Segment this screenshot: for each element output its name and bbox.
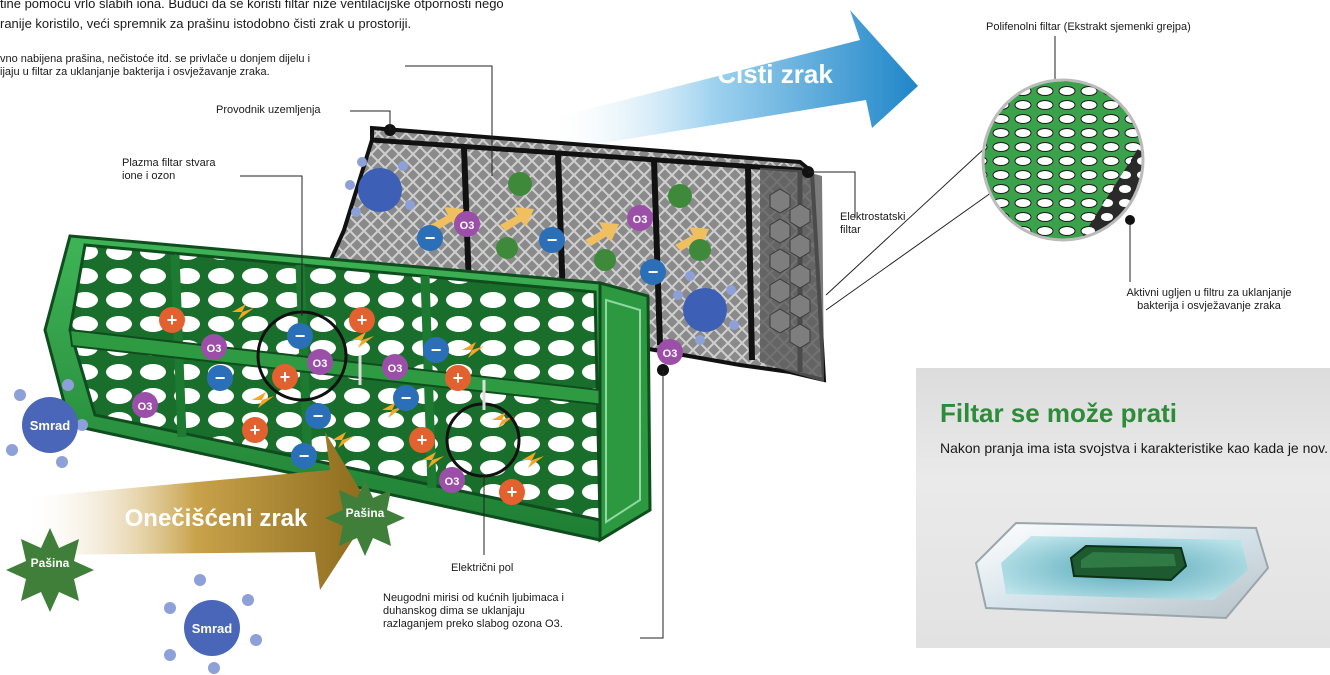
polluted-air-label: Onečišćeni zrak [125,505,308,532]
ozone-icon: O3 [201,334,227,360]
svg-text:−: − [431,340,442,360]
dust-attraction-label-2: ijaju u filtar za uklanjanje bakterija i… [0,66,270,78]
grounding-conductor-label: Provodnik uzemljenja [216,104,321,116]
svg-text:−: − [313,406,324,426]
spark-icons [232,304,544,468]
plus-ion-icon: + [349,307,375,333]
ozone-icon: O3 [307,349,333,375]
svg-text:+: + [167,310,178,330]
odor-cluster-icons [345,157,739,345]
minus-ion-icon: − [417,225,443,251]
svg-text:O3: O3 [207,343,222,355]
smell-cloud-icon: Smrad [164,574,262,674]
polyphenol-filter-label: Polifenolni filtar (Ekstrakt sjemenki gr… [986,21,1191,33]
svg-text:Pašina: Pašina [346,506,385,520]
svg-text:O3: O3 [445,476,460,488]
svg-text:O3: O3 [663,348,678,360]
polluted-air-arrow [20,432,372,590]
plus-ion-icon: + [242,417,268,443]
svg-text:−: − [547,230,558,250]
dust-particle-icons [496,172,711,271]
minus-ion-icon: − [291,443,317,469]
dust-star-icon: Pašina [6,528,94,612]
electrostatic-filter-label-1: Elektrostatski [840,211,906,223]
minus-ion-icon: − [287,323,313,349]
leader-lines [240,36,1131,639]
plus-ion-icon: + [272,364,298,390]
activated-carbon-label-1: Aktivni ugljen u filtru za uklanjanje [1126,287,1292,299]
plasma-filter-label-1: Plazma filtar stvara [122,157,216,169]
minus-ion-icon: − [207,365,233,391]
minus-ion-icon: − [423,337,449,363]
washable-filter-title: Filtar se može prati [940,398,1177,428]
svg-text:O3: O3 [388,363,403,375]
minus-ion-icon: − [539,227,565,253]
ozone-icon: O3 [382,354,408,380]
washing-tray-image [974,521,1270,620]
svg-text:+: + [250,420,261,440]
washable-filter-description: Nakon pranja ima ista svojstva i karakte… [940,440,1329,456]
svg-text:+: + [507,482,518,502]
clean-air-arrow [545,10,918,150]
plus-ion-icon: + [409,427,435,453]
electrostatic-filter-label-2: filtar [840,224,861,236]
odor-removal-label-2: duhanskog dima se uklanjaju [383,605,525,617]
plasma-filter [43,234,652,543]
ozone-icon: O3 [657,339,683,365]
minus-ion-icon: − [640,259,666,285]
svg-text:−: − [425,228,436,248]
washable-filter-panel: Filtar se može prati Nakon pranja ima is… [916,368,1330,648]
plus-ion-icon: + [499,479,525,505]
svg-text:O3: O3 [313,358,328,370]
svg-text:+: + [357,310,368,330]
minus-ion-icon: − [393,385,419,411]
svg-text:−: − [215,368,226,388]
ozone-icon: O3 [132,392,158,418]
dust-attraction-label-1: vno nabijena prašina, nečistoće itd. se … [0,53,311,65]
ozone-icon: O3 [627,205,653,231]
svg-text:O3: O3 [460,220,475,232]
plus-ion-icon: + [159,307,185,333]
svg-text:−: − [299,446,310,466]
dust-star-icon: Pašina [325,480,405,556]
magnified-filter-circle [981,78,1145,242]
svg-text:O3: O3 [633,214,648,226]
minus-ion-icon: − [305,403,331,429]
svg-text:−: − [401,388,412,408]
svg-text:Smrad: Smrad [192,621,233,636]
svg-text:Pašina: Pašina [31,556,70,570]
svg-text:−: − [648,262,659,282]
ozone-icon: O3 [454,211,480,237]
activated-carbon-label-2: bakterija i osvježavanje zraka [1137,300,1281,312]
intro-line-1: tine pomoću vrlo slabih iona. Budući da … [0,0,504,11]
svg-text:+: + [453,368,464,388]
odor-removal-label-1: Neugodni mirisi od kućnih ljubimaca i [383,592,564,604]
smell-cloud-icon: Smrad [6,379,88,468]
plus-ion-icon: + [445,365,471,391]
svg-text:O3: O3 [138,401,153,413]
clean-air-label: Čisti zrak [717,59,833,89]
ozone-icon: O3 [439,467,465,493]
intro-line-2: ranije koristilo, veći spremnik za praši… [0,16,412,31]
odor-removal-label-3: razlaganjem preko slabog ozona O3. [383,618,563,630]
svg-text:+: + [417,430,428,450]
electric-pole-label: Električni pol [451,562,514,574]
svg-text:−: − [295,326,306,346]
plasma-filter-label-2: ione i ozon [122,170,176,182]
svg-text:Smrad: Smrad [30,418,71,433]
svg-text:+: + [280,367,291,387]
